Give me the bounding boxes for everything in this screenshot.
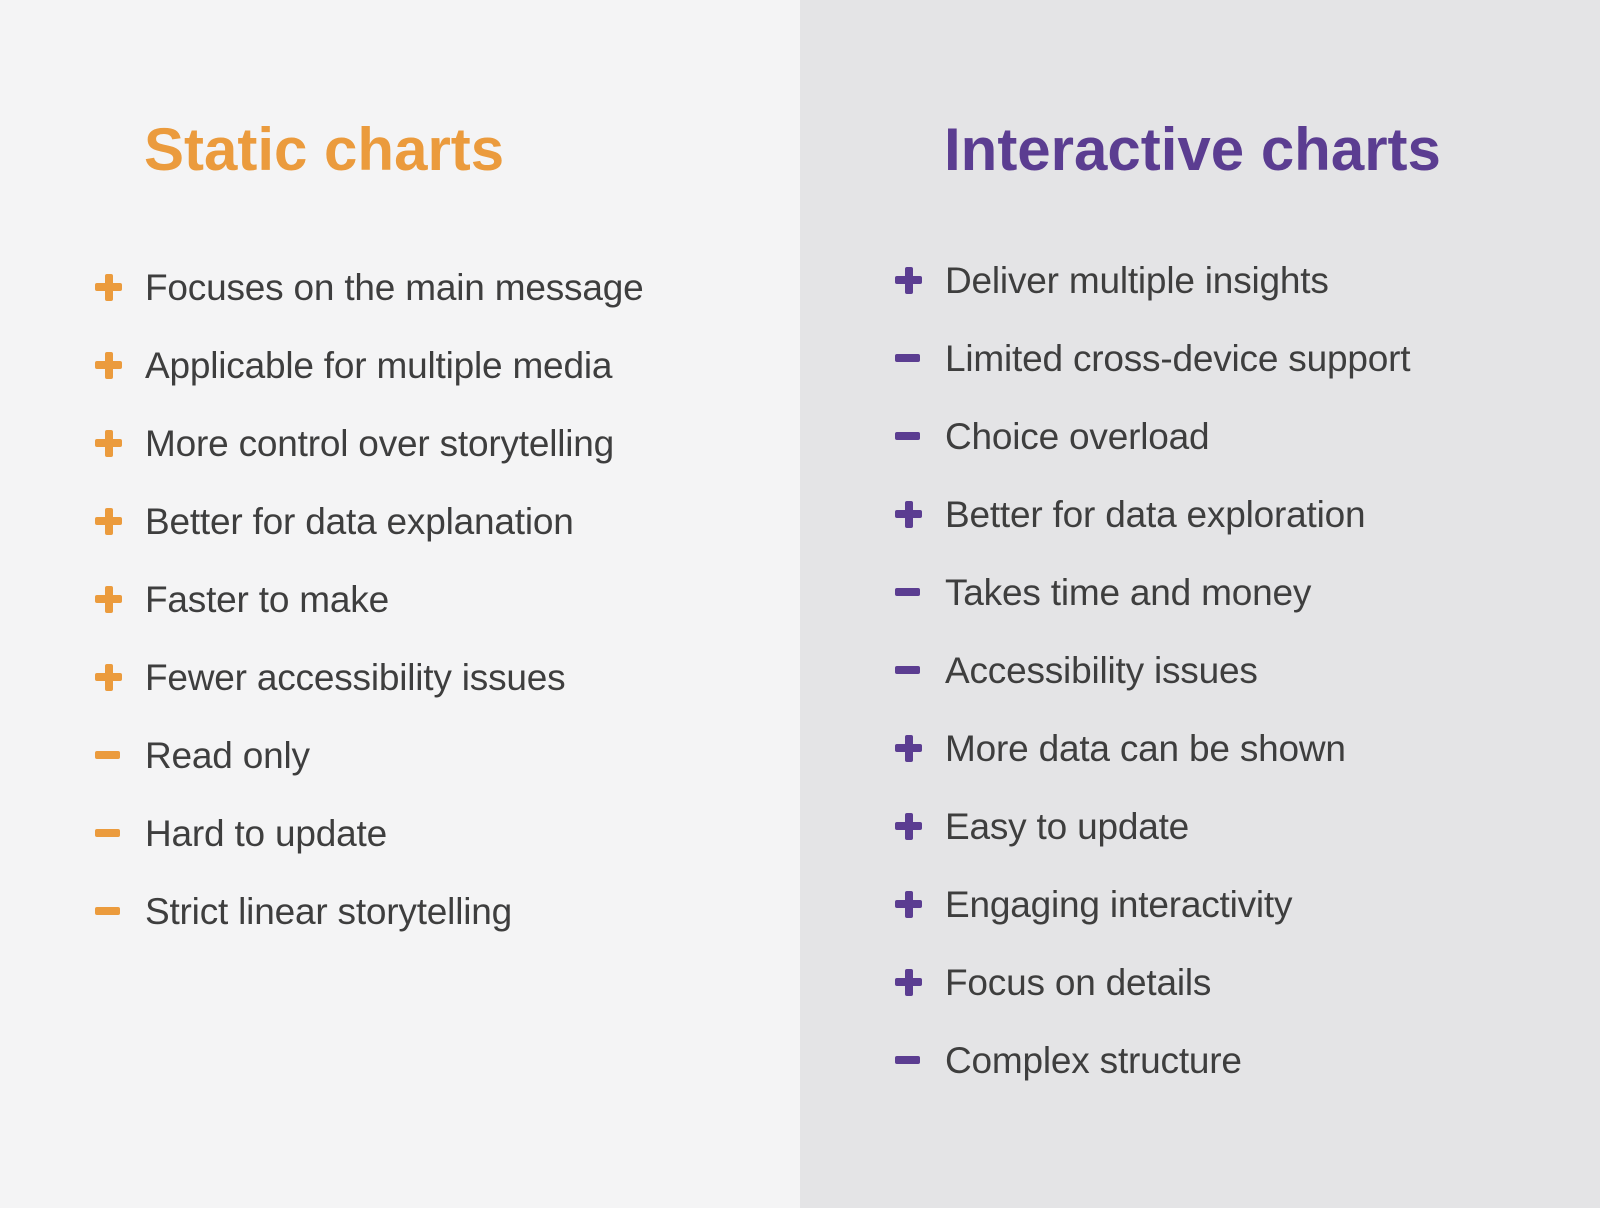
static-charts-panel: Static charts Focuses on the main messag… (0, 0, 800, 1208)
plus-icon (95, 663, 145, 691)
minus-icon-glyph (895, 1056, 920, 1064)
interactive-charts-title: Interactive charts (944, 116, 1441, 183)
list-item: Fewer accessibility issues (95, 638, 643, 716)
plus-icon-glyph (95, 429, 122, 457)
plus-icon-glyph (895, 734, 922, 762)
list-item-label: Better for data explanation (145, 500, 574, 542)
list-item: Limited cross-device support (895, 319, 1411, 397)
list-item-label: Hard to update (145, 812, 387, 854)
list-item: Applicable for multiple media (95, 326, 643, 404)
minus-icon-glyph (895, 666, 920, 674)
list-item-label: Fewer accessibility issues (145, 656, 566, 698)
plus-icon (895, 812, 945, 840)
list-item-label: Focus on details (945, 961, 1212, 1003)
plus-icon-glyph (95, 585, 122, 613)
plus-icon-glyph (95, 351, 122, 379)
list-item-label: Deliver multiple insights (945, 259, 1329, 301)
interactive-charts-panel: Interactive charts Deliver multiple insi… (800, 0, 1600, 1208)
list-item: More data can be shown (895, 709, 1410, 787)
plus-icon-glyph (95, 507, 122, 535)
minus-icon (895, 588, 945, 596)
list-item: Better for data explanation (95, 482, 643, 560)
plus-icon (895, 500, 945, 528)
minus-icon-glyph (95, 751, 120, 759)
minus-icon (895, 666, 945, 674)
plus-icon-glyph (95, 663, 122, 691)
list-item: Faster to make (95, 560, 643, 638)
plus-icon (95, 507, 145, 535)
plus-icon (895, 266, 945, 294)
list-item: Choice overload (895, 397, 1410, 475)
list-item: Better for data exploration (895, 475, 1410, 553)
list-item-label: Limited cross-device support (945, 337, 1411, 379)
minus-icon-glyph (895, 354, 920, 362)
plus-icon (95, 273, 145, 301)
minus-icon-glyph (895, 588, 920, 596)
list-item: Strict linear storytelling (95, 872, 643, 950)
list-item: Focus on details (895, 943, 1410, 1021)
list-item-label: Faster to make (145, 578, 389, 620)
static-charts-title: Static charts (144, 116, 505, 183)
list-item-label: Engaging interactivity (945, 883, 1293, 925)
list-item-label: Better for data exploration (945, 493, 1366, 535)
plus-icon-glyph (895, 266, 922, 294)
plus-icon (895, 968, 945, 996)
list-item-label: Applicable for multiple media (145, 344, 613, 386)
list-item-label: Read only (145, 734, 310, 776)
list-item: Takes time and money (895, 553, 1410, 631)
list-item: Deliver multiple insights (895, 241, 1410, 319)
plus-icon (895, 734, 945, 762)
list-item: Hard to update (95, 794, 643, 872)
minus-icon (95, 829, 145, 837)
plus-icon (95, 585, 145, 613)
list-item: Accessibility issues (895, 631, 1410, 709)
list-item-label: Choice overload (945, 415, 1210, 457)
plus-icon-glyph (895, 500, 922, 528)
list-item: More control over storytelling (95, 404, 643, 482)
minus-icon (895, 432, 945, 440)
plus-icon-glyph (895, 968, 922, 996)
minus-icon (895, 354, 945, 362)
list-item: Focuses on the main message (95, 248, 644, 326)
list-item-label: Accessibility issues (945, 649, 1258, 691)
plus-icon-glyph (895, 812, 922, 840)
plus-icon (895, 890, 945, 918)
list-item: Easy to update (895, 787, 1410, 865)
list-item: Engaging interactivity (895, 865, 1410, 943)
list-item-label: Strict linear storytelling (145, 890, 512, 932)
plus-icon (95, 351, 145, 379)
minus-icon-glyph (895, 432, 920, 440)
list-item-label: Easy to update (945, 805, 1190, 847)
minus-icon (895, 1056, 945, 1064)
minus-icon (95, 907, 145, 915)
list-item-label: Complex structure (945, 1039, 1242, 1081)
list-item-label: Focuses on the main message (145, 266, 644, 308)
list-item-label: More data can be shown (945, 727, 1346, 769)
plus-icon-glyph (895, 890, 922, 918)
minus-icon (95, 751, 145, 759)
list-item-label: More control over storytelling (145, 422, 615, 464)
list-item-label: Takes time and money (945, 571, 1312, 613)
list-item: Complex structure (895, 1021, 1410, 1099)
plus-icon-glyph (95, 273, 122, 301)
list-item: Read only (95, 716, 643, 794)
minus-icon-glyph (95, 907, 120, 915)
plus-icon (95, 429, 145, 457)
minus-icon-glyph (95, 829, 120, 837)
